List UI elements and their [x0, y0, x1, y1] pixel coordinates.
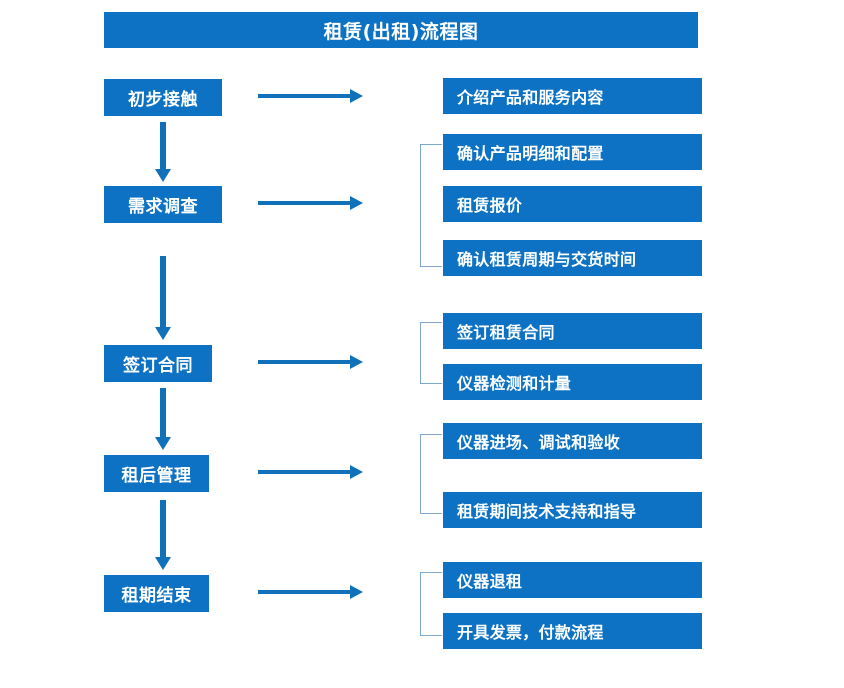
detail-box-2-3[interactable]: 确认租赁周期与交货时间 — [443, 240, 702, 276]
arrow-shaft — [160, 388, 166, 437]
arrow-head-icon — [350, 465, 363, 479]
detail-box-4-1[interactable]: 仪器进场、调试和验收 — [443, 423, 702, 459]
detail-box-3-2[interactable]: 仪器检测和计量 — [443, 364, 702, 400]
stage-box-sign-contract[interactable]: 签订合同 — [104, 345, 212, 382]
detail-box-5-1[interactable]: 仪器退租 — [443, 562, 702, 598]
arrow-head-icon — [155, 437, 171, 450]
group-bracket-stage-4 — [420, 434, 442, 514]
stage-box-post-rental-management[interactable]: 租后管理 — [104, 455, 209, 492]
arrow-shaft — [258, 94, 351, 98]
detail-box-5-2[interactable]: 开具发票，付款流程 — [443, 613, 702, 649]
group-bracket-stage-2 — [420, 144, 442, 267]
page-title: 租赁(出租)流程图 — [104, 12, 698, 48]
arrow-down-stage-4-to-5 — [155, 500, 171, 570]
arrow-right-stage-4 — [258, 465, 363, 479]
detail-box-4-2[interactable]: 租赁期间技术支持和指导 — [443, 492, 702, 528]
detail-box-2-2[interactable]: 租赁报价 — [443, 186, 702, 222]
group-bracket-stage-3 — [420, 322, 442, 384]
arrow-shaft — [160, 256, 166, 327]
arrow-head-icon — [155, 169, 171, 182]
arrow-shaft — [258, 360, 351, 364]
stage-box-rental-end[interactable]: 租期结束 — [104, 575, 209, 612]
detail-box-3-1[interactable]: 签订租赁合同 — [443, 313, 702, 349]
arrow-right-stage-2 — [258, 196, 363, 210]
arrow-shaft — [258, 590, 351, 594]
arrow-down-stage-3-to-4 — [155, 388, 171, 450]
arrow-head-icon — [155, 557, 171, 570]
detail-box-2-1[interactable]: 确认产品明细和配置 — [443, 134, 702, 170]
arrow-head-icon — [350, 585, 363, 599]
arrow-head-icon — [155, 327, 171, 340]
arrow-shaft — [160, 500, 166, 557]
arrow-right-stage-3 — [258, 355, 363, 369]
arrow-down-stage-1-to-2 — [155, 122, 171, 182]
arrow-head-icon — [350, 196, 363, 210]
stage-box-demand-survey[interactable]: 需求调查 — [104, 186, 222, 223]
arrow-head-icon — [350, 355, 363, 369]
stage-box-initial-contact[interactable]: 初步接触 — [104, 79, 222, 116]
arrow-down-stage-2-to-3 — [155, 256, 171, 340]
arrow-shaft — [258, 201, 351, 205]
arrow-head-icon — [350, 89, 363, 103]
arrow-right-stage-1 — [258, 89, 363, 103]
arrow-shaft — [258, 470, 351, 474]
arrow-shaft — [160, 122, 166, 169]
group-bracket-stage-5 — [420, 572, 442, 636]
detail-box-1-1[interactable]: 介绍产品和服务内容 — [443, 78, 702, 114]
arrow-right-stage-5 — [258, 585, 363, 599]
